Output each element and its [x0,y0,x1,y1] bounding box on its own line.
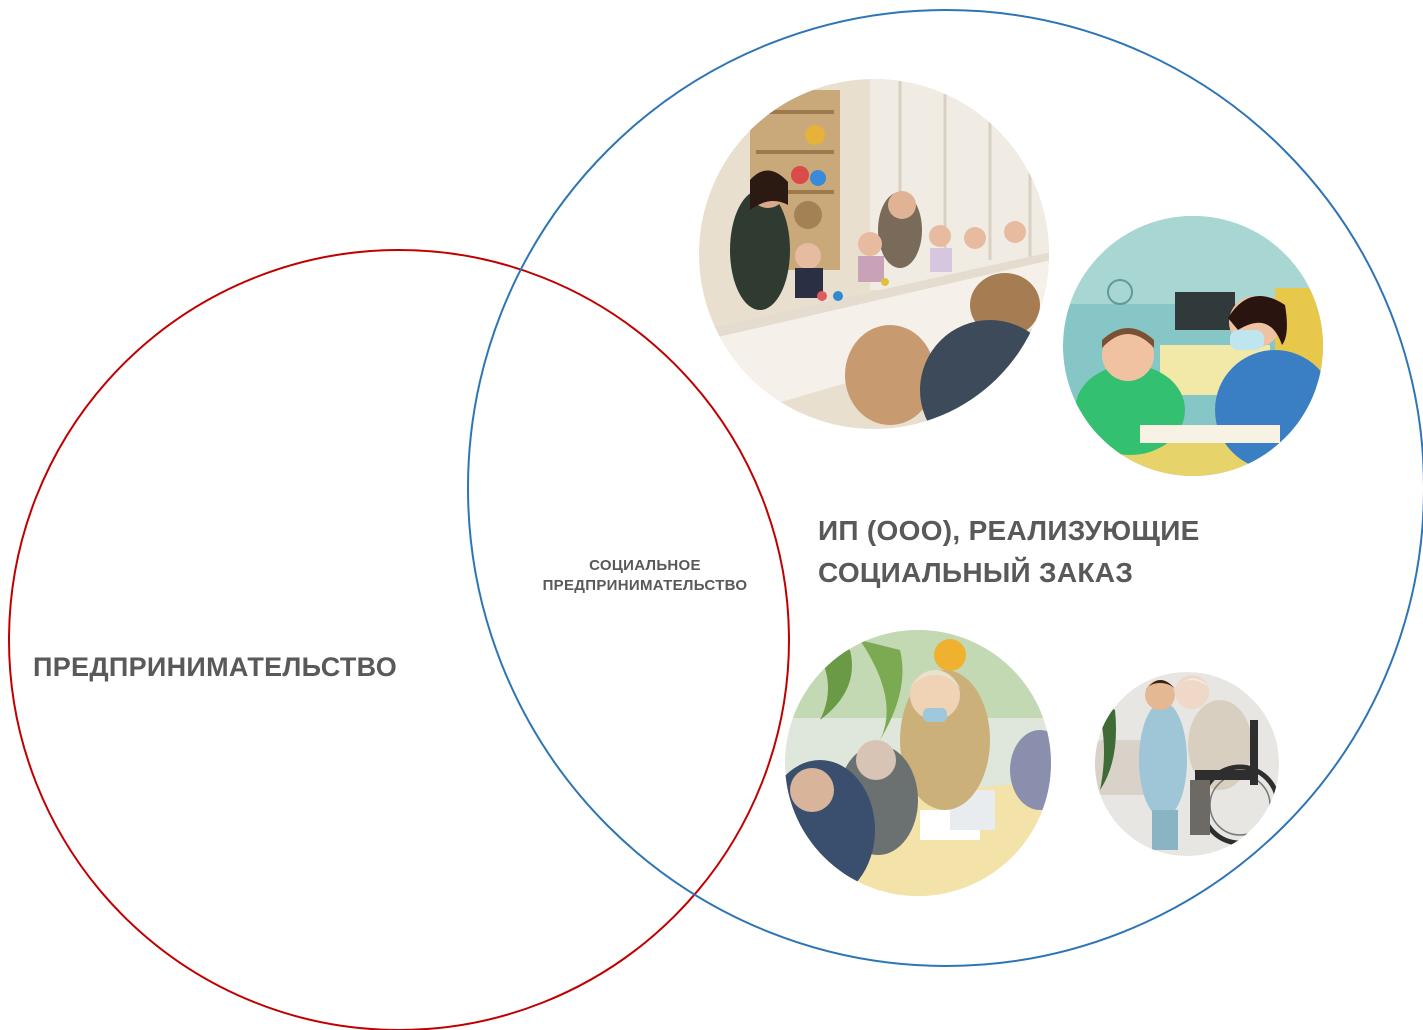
photo-elderly-group-activity [785,630,1051,896]
photo-caregiver-wheelchair [1095,672,1279,856]
social-order-line2: СОЦИАЛЬНЫЙ ЗАКАЗ [818,557,1134,588]
right-circle-outline [467,9,1423,967]
social-entrepreneurship-line1: СОЦИАЛЬНОЕ [589,557,701,574]
social-order-line1: ИП (ООО), РЕАЛИЗУЮЩИЕ [818,515,1200,546]
social-entrepreneurship-label: СОЦИАЛЬНОЕ ПРЕДПРИНИМАТЕЛЬСТВО [480,556,810,596]
photo-children-art-class [699,79,1049,429]
left-circle-outline [8,249,790,1030]
social-order-label: ИП (ООО), РЕАЛИЗУЮЩИЕ СОЦИАЛЬНЫЙ ЗАКАЗ [818,510,1200,594]
photo-child-with-caregiver [1063,216,1323,476]
entrepreneurship-label: ПРЕДПРИНИМАТЕЛЬСТВО [33,652,398,682]
social-entrepreneurship-line2: ПРЕДПРИНИМАТЕЛЬСТВО [542,577,748,594]
